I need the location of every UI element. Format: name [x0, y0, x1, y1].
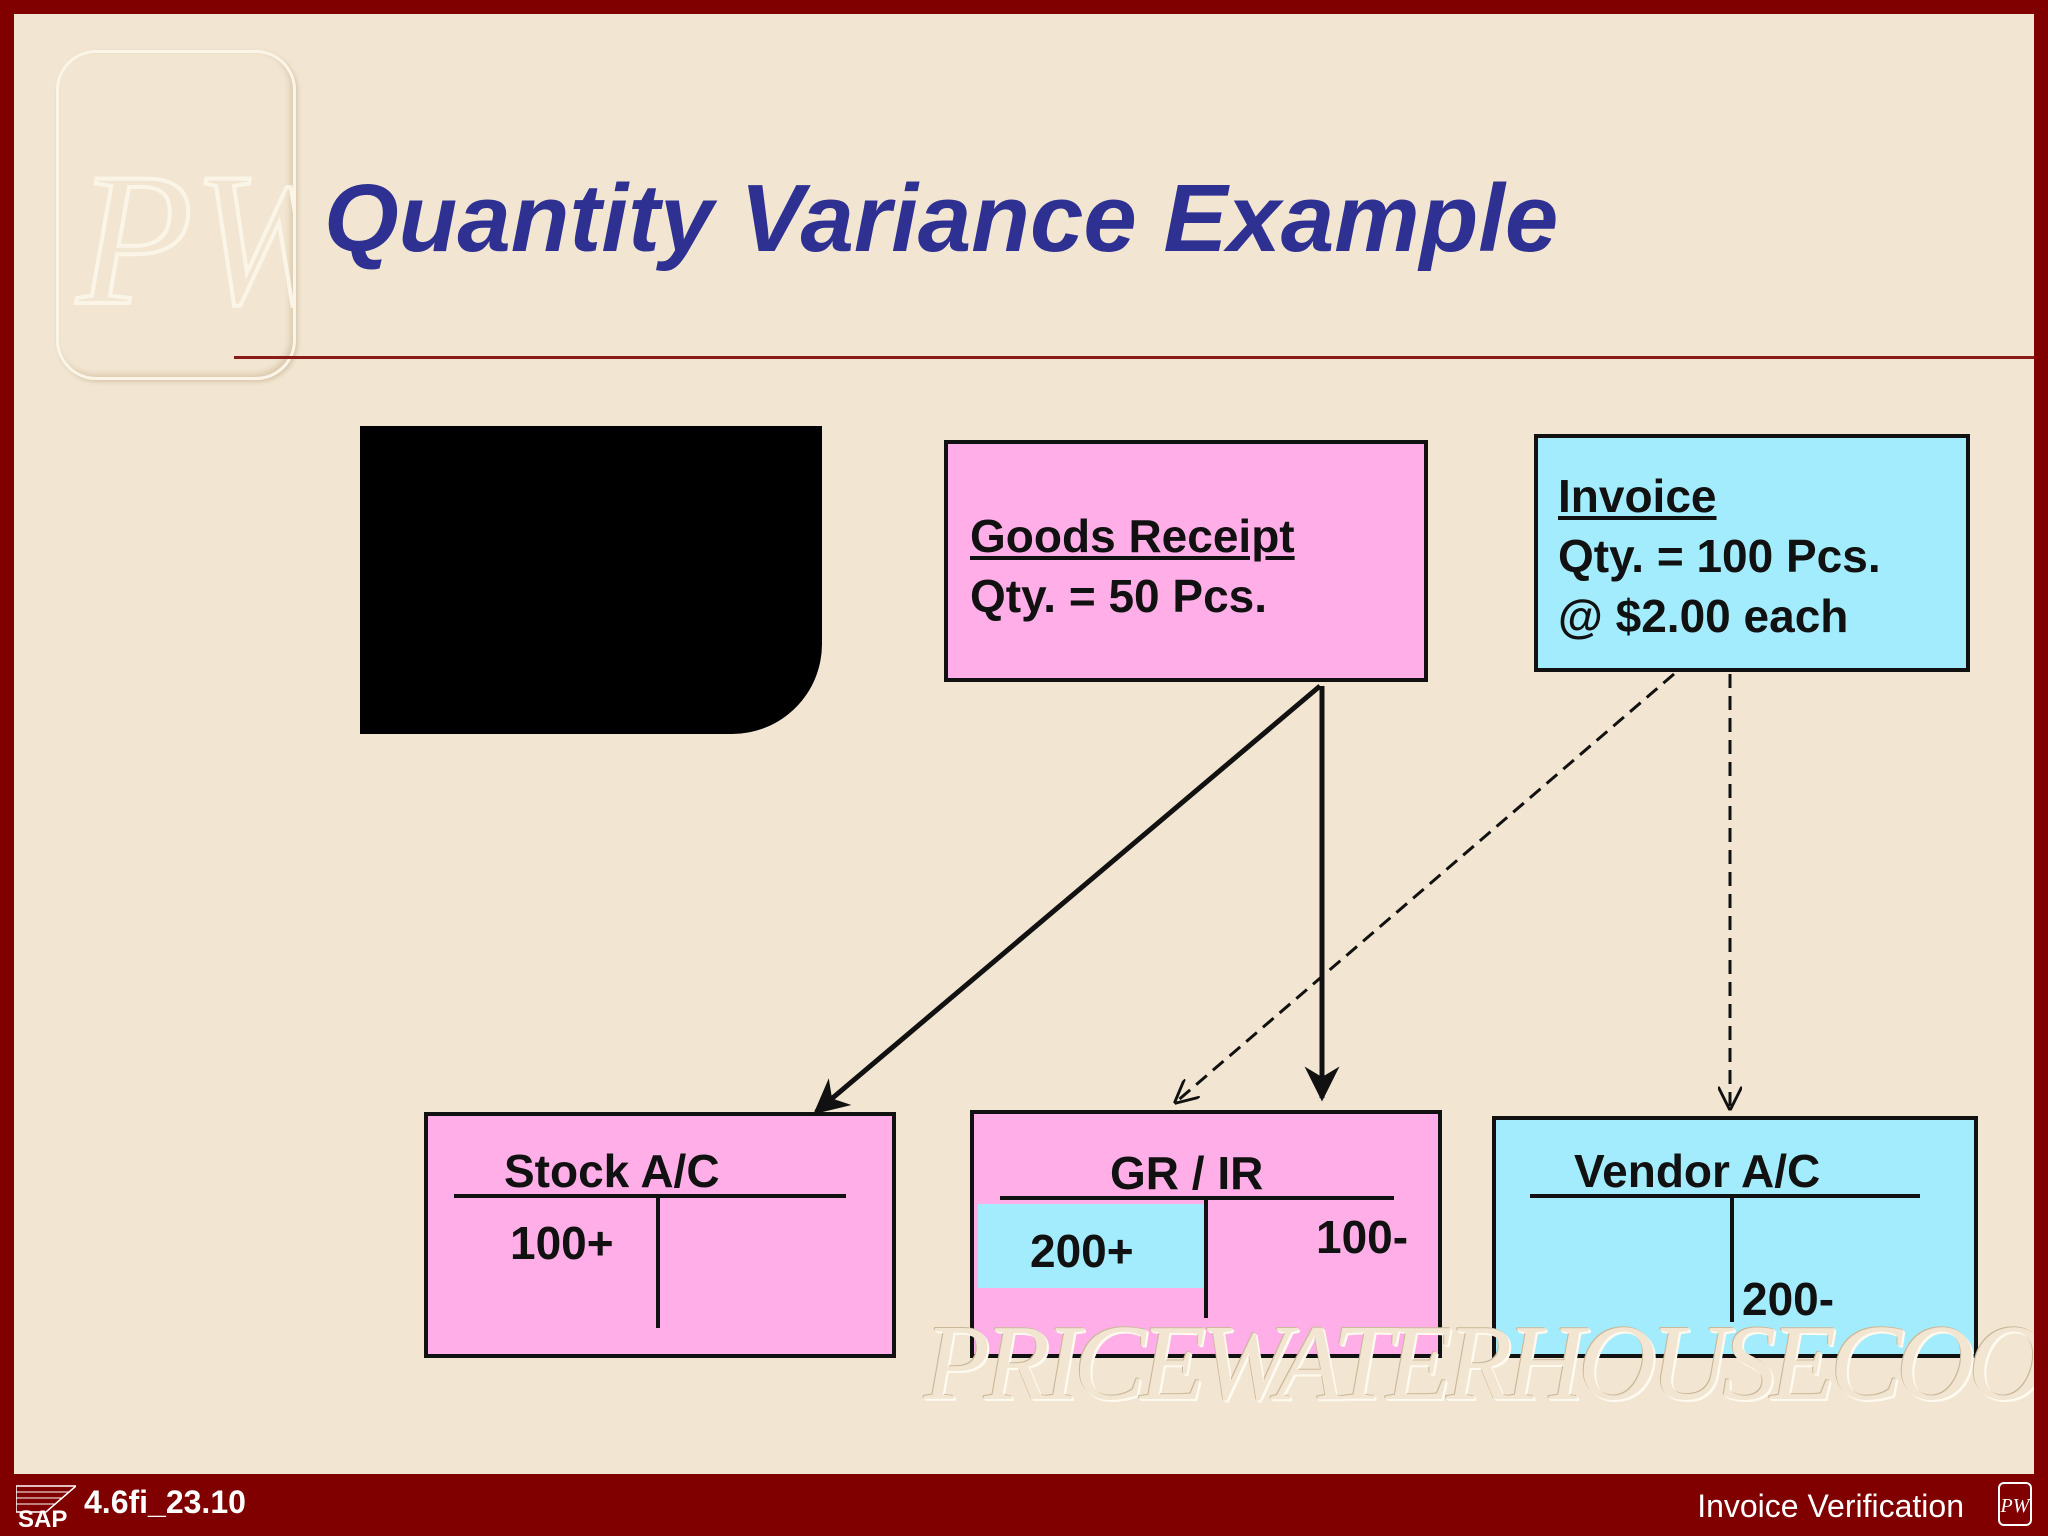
invoice-box: Invoice Qty. = 100 Pcs. @ $2.00 each [1534, 434, 1970, 672]
invoice-heading: Invoice [1558, 470, 1717, 522]
grir-debit-highlight [978, 1204, 1204, 1288]
sap-logo-icon [16, 1485, 76, 1513]
vendor-t-vertical [1730, 1198, 1734, 1322]
grir-account-box: GR / IR 200+ 100- [970, 1110, 1442, 1358]
title-divider [234, 356, 2034, 359]
sap-label: SAP [18, 1506, 68, 1533]
stock-account-title: Stock A/C [504, 1145, 720, 1197]
section-label: Invoice Verification [1697, 1488, 1964, 1524]
watermark-logo: PRICEWATERHOUSECOOPERS [924, 1304, 2034, 1423]
stock-t-horizontal [454, 1194, 846, 1198]
posting-arrows [813, 672, 2034, 1115]
slide-code: 4.6fi_23.10 [84, 1484, 246, 1520]
goods-receipt-heading: Goods Receipt [970, 510, 1295, 562]
invoice-qty: Qty. = 100 Pcs. [1558, 530, 1881, 582]
footer-pwc-logo-icon: PW [1998, 1482, 2032, 1526]
stock-account-box: Stock A/C 100+ [424, 1112, 896, 1358]
redacted-block [360, 426, 822, 734]
grir-t-horizontal [1000, 1196, 1394, 1200]
stock-debit-amount: 100+ [510, 1217, 614, 1269]
grir-credit-amount: 100- [1316, 1211, 1409, 1263]
footer-bar: SAP 4.6fi_23.10 Invoice Verification PW [0, 1474, 2048, 1536]
invoice-price: @ $2.00 each [1558, 590, 1849, 642]
slide-canvas: PW Quantity Variance Example Goods Recei… [14, 14, 2034, 1474]
vendor-account-title: Vendor A/C [1574, 1145, 1821, 1197]
grir-account-title: GR / IR [1110, 1147, 1264, 1199]
grir-t-vertical [1204, 1200, 1208, 1318]
invoice-to-grir-arrow [1176, 672, 1675, 1102]
slide-title: Quantity Variance Example [324, 165, 1559, 272]
vendor-account-box: Vendor A/C 200- [1492, 1116, 1978, 1358]
stock-t-vertical [656, 1198, 660, 1328]
vendor-credit-amount: 200- [1742, 1273, 1835, 1325]
gr-to-stock-arrow [813, 684, 1322, 1115]
vendor-t-horizontal [1530, 1194, 1920, 1198]
goods-receipt-box: Goods Receipt Qty. = 50 Pcs. [944, 440, 1428, 682]
grir-debit-amount: 200+ [1030, 1225, 1134, 1277]
goods-receipt-qty: Qty. = 50 Pcs. [970, 570, 1268, 622]
